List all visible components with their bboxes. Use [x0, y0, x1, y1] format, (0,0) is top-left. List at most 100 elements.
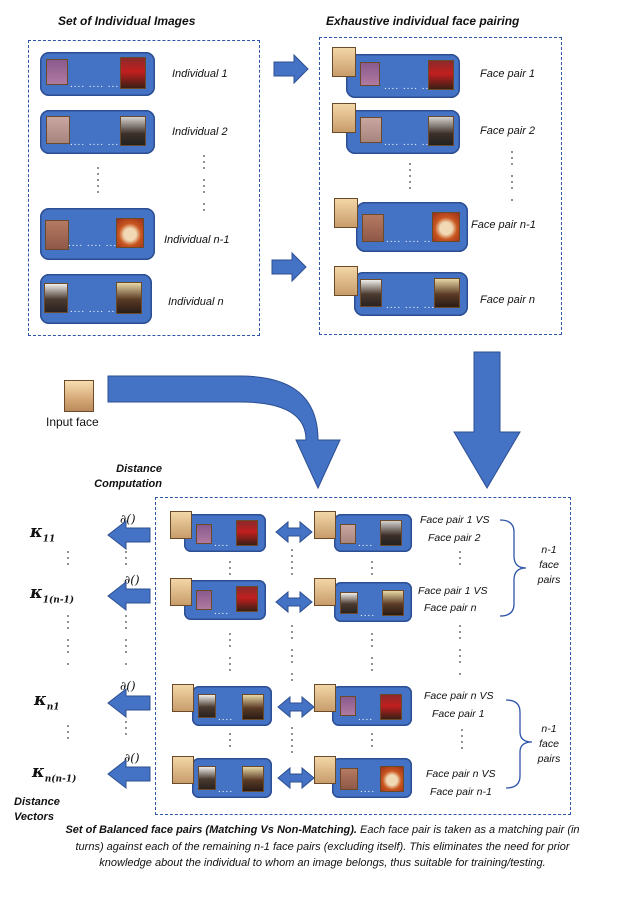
bracket-word: pairs: [537, 753, 561, 765]
face-pair-card: .... .... ....: [354, 272, 468, 316]
dot: [125, 551, 127, 553]
dot: [125, 663, 127, 665]
input-face-thumb: [332, 103, 356, 133]
comparison-line2: Face pair n-1: [430, 786, 492, 798]
dot: [67, 557, 69, 559]
individual-images-panel: [28, 40, 260, 336]
dot: [291, 573, 293, 575]
face-image: [340, 768, 358, 790]
input-face-image: [64, 380, 94, 412]
dot: [409, 187, 411, 189]
dot: [291, 673, 293, 675]
distance-function: ∂(): [120, 679, 136, 693]
dot: [291, 661, 293, 663]
face-image: [196, 524, 212, 544]
face-image: [46, 116, 70, 144]
dot: [67, 725, 69, 727]
dot: [511, 199, 513, 201]
pair-card: ....: [192, 686, 272, 726]
face-pair-label: Face pair n: [480, 294, 536, 306]
dot: [511, 151, 513, 153]
bracket: [499, 519, 527, 617]
distance-function: ∂(): [124, 751, 140, 765]
dot: [203, 203, 205, 205]
dot: [125, 645, 127, 647]
dot: [67, 639, 69, 641]
dot: [459, 637, 461, 639]
dot: [67, 731, 69, 733]
dot: [291, 733, 293, 735]
bracket-label: n-1 face pairs: [532, 543, 566, 588]
individual-label: Individual 2: [172, 126, 228, 138]
dot: [291, 739, 293, 741]
kappa-11: κ11: [30, 522, 55, 544]
pair-card: ....: [192, 758, 272, 798]
kappa-symbol: κ: [30, 522, 43, 542]
face-image: [236, 520, 258, 546]
face-image: [432, 212, 460, 242]
input-face-thumb: [334, 266, 358, 296]
dot: [291, 555, 293, 557]
dot: [125, 627, 127, 629]
dot: [461, 747, 463, 749]
dot: [229, 739, 231, 741]
dot: [97, 179, 99, 181]
face-image: [236, 586, 258, 612]
distance-vectors-label: Distance Vectors: [14, 796, 60, 823]
dot: [409, 169, 411, 171]
dot: [291, 649, 293, 651]
dot: [371, 733, 373, 735]
dot: [229, 639, 231, 641]
right-arrow: [271, 251, 307, 283]
input-face-thumb: [332, 47, 356, 77]
dot: [203, 179, 205, 181]
dot: [371, 561, 373, 563]
face-image: [116, 218, 144, 248]
individual-images-title: Set of Individual Images: [58, 14, 196, 28]
dot: [229, 733, 231, 735]
dot: [67, 651, 69, 653]
dot: [203, 185, 205, 187]
ellipsis: .... .... ....: [68, 238, 121, 249]
dot: [371, 739, 373, 741]
kappa-subscript: n1: [46, 702, 60, 713]
curved-arrow: [107, 375, 341, 490]
ellipsis: .... .... ....: [386, 300, 439, 311]
kappa-n1: κn1: [34, 690, 60, 712]
input-face-thumb: [314, 578, 336, 606]
dot: [371, 633, 373, 635]
bracket-word: n-1: [541, 544, 557, 556]
comparison-line2: Face pair n: [424, 602, 477, 614]
face-pairing-panel: [319, 37, 562, 335]
left-arrow: [107, 758, 151, 790]
dot: [409, 163, 411, 165]
dot: [229, 573, 231, 575]
face-image: [198, 766, 216, 790]
comparison-line1: Face pair n VS: [424, 690, 494, 702]
face-image: [360, 117, 382, 143]
dot: [371, 567, 373, 569]
dot: [97, 191, 99, 193]
dot: [461, 741, 463, 743]
dot: [97, 185, 99, 187]
dot: [371, 573, 373, 575]
dot: [203, 167, 205, 169]
face-pair-card: .... .... ....: [346, 54, 460, 98]
dot: [291, 549, 293, 551]
face-image: [45, 220, 69, 250]
face-image: [46, 59, 68, 85]
dot: [125, 721, 127, 723]
ellipsis: .... .... ....: [386, 234, 439, 245]
individual-label: Individual n: [168, 296, 224, 308]
left-arrow: [107, 519, 151, 551]
dot: [459, 551, 461, 553]
ellipsis: ....: [358, 538, 374, 549]
dot: [291, 567, 293, 569]
input-face-thumb: [172, 684, 194, 712]
dot: [511, 175, 513, 177]
individual-card: .... .... ....: [40, 110, 155, 154]
comparison-line1: Face pair n VS: [426, 768, 496, 780]
kappa-symbol: κ: [34, 690, 47, 710]
dot: [409, 175, 411, 177]
